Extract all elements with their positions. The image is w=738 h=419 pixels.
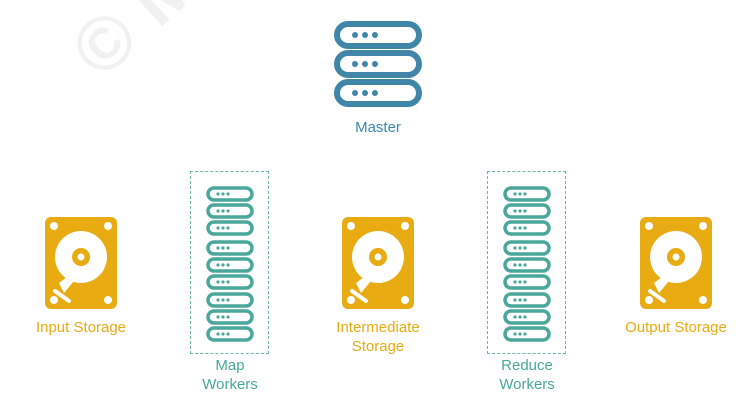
input-storage-label: Input Storage	[35, 319, 127, 336]
reduce-worker-1-server-icon	[503, 186, 551, 236]
watermark-text: © Michae	[56, 0, 362, 94]
map-workers-label-line2: Workers	[202, 376, 258, 393]
output-storage-hard-drive-icon	[640, 217, 712, 309]
reduce-workers-label-line1: Reduce	[501, 357, 553, 374]
map-workers-label: Map Workers	[180, 356, 280, 394]
input-storage-hard-drive-icon	[45, 217, 117, 309]
reduce-worker-2-server-icon	[503, 240, 551, 290]
master-server-icon	[334, 21, 422, 107]
master-label: Master	[355, 119, 401, 136]
reduce-workers-group	[487, 171, 566, 354]
map-workers-label-line1: Map	[215, 357, 245, 374]
watermark: © Michae	[55, 0, 362, 95]
map-worker-3-server-icon	[206, 292, 254, 342]
map-worker-2-server-icon	[206, 240, 254, 290]
reduce-workers-label-line2: Workers	[499, 376, 555, 393]
map-workers-group	[190, 171, 269, 354]
reduce-workers-label: Reduce Workers	[477, 356, 577, 394]
intermediate-storage-hard-drive-icon	[342, 217, 414, 309]
output-storage-label: Output Storage	[625, 319, 727, 336]
map-worker-1-server-icon	[206, 186, 254, 236]
intermediate-storage-label: Intermediate Storage	[336, 319, 420, 355]
reduce-worker-3-server-icon	[503, 292, 551, 342]
